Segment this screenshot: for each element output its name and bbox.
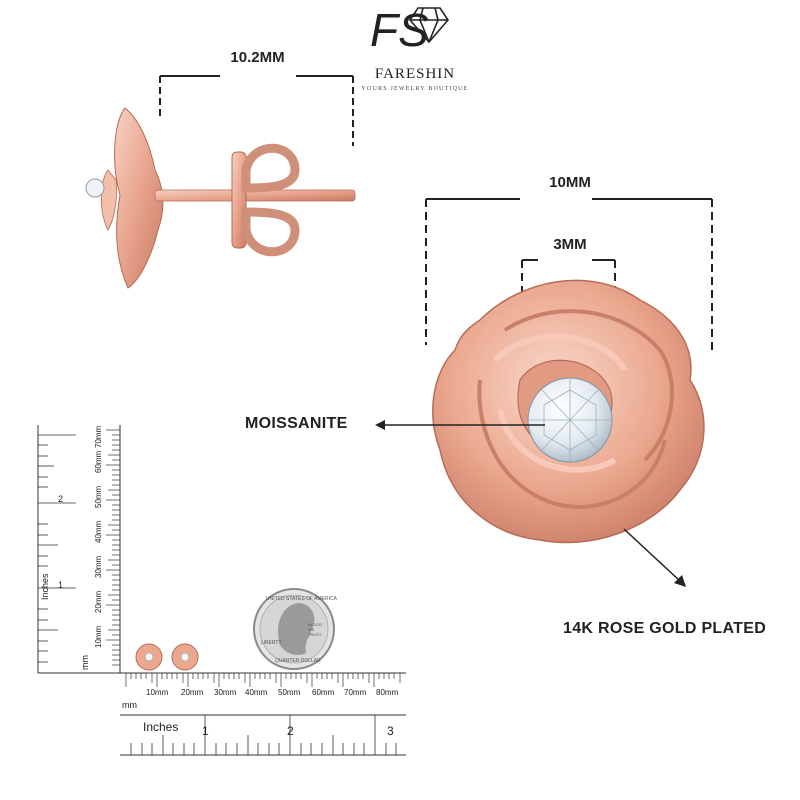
width-label: 10MM — [549, 174, 591, 191]
earring-side-view — [85, 107, 356, 289]
scale-earring-left — [135, 643, 163, 671]
size-reference-rulers — [37, 425, 406, 756]
diamond-logo-icon — [408, 7, 450, 44]
quarter-coin — [253, 588, 335, 670]
brand-tagline: YOURS JEWELRY BOUTIQUE — [361, 86, 469, 92]
scale-earring-right — [171, 643, 199, 671]
horizontal-mm-label: mm — [122, 700, 137, 710]
horizontal-inches-label: Inches — [143, 720, 179, 734]
horizontal-inch-mark-1: 1 — [202, 724, 209, 738]
brand-logo: FS — [370, 4, 450, 56]
horizontal-mm-mark: 10mm — [146, 688, 169, 697]
horizontal-mm-mark: 20mm — [181, 688, 204, 697]
horizontal-inch-mark-3: 3 — [387, 724, 394, 738]
vertical-mm-mark: 50mm — [94, 485, 103, 508]
horizontal-mm-mark: 70mm — [344, 688, 367, 697]
vertical-mm-mark: 20mm — [94, 590, 103, 613]
earring-front-view — [432, 279, 705, 544]
moissanite-arrow-icon — [375, 420, 545, 430]
vertical-inch-mark-1: 1 — [58, 580, 64, 590]
horizontal-mm-mark: 40mm — [245, 688, 268, 697]
vertical-mm-mark: 40mm — [94, 520, 103, 543]
horizontal-inch-mark-2: 2 — [287, 724, 294, 738]
rose-gold-arrow-icon — [623, 528, 686, 587]
coin-left-text: LIBERTY — [261, 640, 282, 646]
vertical-mm-mark: 10mm — [94, 625, 103, 648]
coin-bottom-text: QUARTER DOLLAR — [275, 658, 321, 664]
vertical-mm-mark: 70mm — [94, 425, 103, 448]
horizontal-mm-mark: 50mm — [278, 688, 301, 697]
side-length-label: 10.2MM — [230, 49, 285, 66]
coin-right-text: IN GOD WE TRUST — [308, 622, 323, 637]
horizontal-mm-mark: 60mm — [312, 688, 335, 697]
coin-top-text: UNITED STATES OF AMERICA — [266, 596, 337, 602]
rose-gold-callout: 14K ROSE GOLD PLATED — [563, 620, 767, 637]
vertical-mm-mark: 60mm — [94, 450, 103, 473]
vertical-mm-label: mm — [80, 655, 90, 670]
vertical-inches-label: Inches — [40, 573, 50, 600]
moissanite-callout: MOISSANITE — [245, 415, 348, 432]
logo-letters: FS — [370, 4, 429, 56]
horizontal-mm-mark: 30mm — [214, 688, 237, 697]
brand-name: FARESHIN — [374, 66, 456, 82]
vertical-inch-mark-2: 2 — [58, 494, 64, 504]
stone-size-label: 3MM — [553, 236, 587, 253]
vertical-mm-mark: 30mm — [94, 555, 103, 578]
horizontal-mm-mark: 80mm — [376, 688, 399, 697]
side-dimension-bracket — [159, 75, 354, 146]
